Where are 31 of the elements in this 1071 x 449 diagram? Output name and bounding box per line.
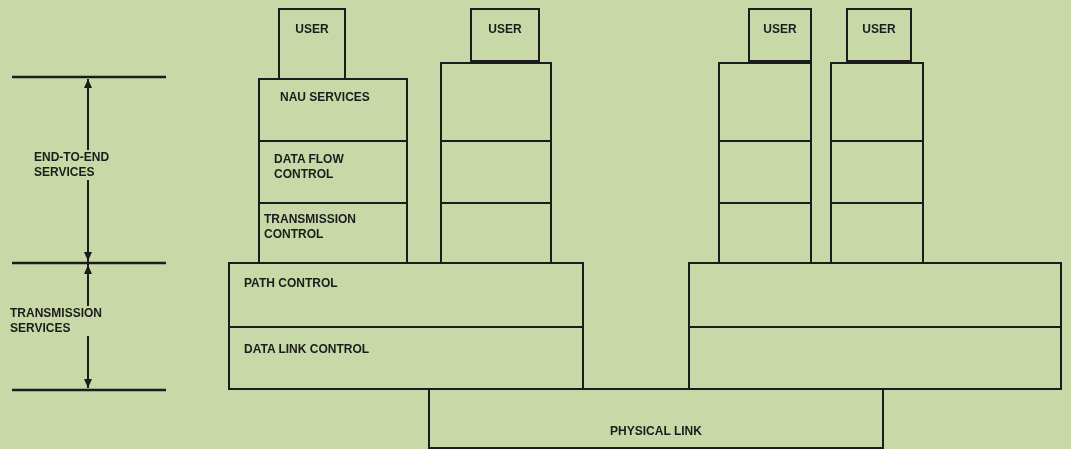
layer-box [258,140,408,204]
layer-label: TRANSMISSION CONTROL [264,212,357,242]
layer-label: USER [762,22,798,37]
layer-box [846,8,912,62]
layer-box [428,388,884,449]
layer-label: DATA LINK CONTROL [244,342,371,357]
layer-box [278,8,346,80]
layer-label: PATH CONTROL [244,276,339,291]
empty-layer-box [718,202,812,264]
layer-label: NAU SERVICES [280,90,371,105]
empty-layer-box [830,202,924,264]
empty-layer-box [688,262,1062,328]
layer-label: USER [861,22,897,37]
empty-layer-box [830,140,924,204]
empty-layer-box [688,326,1062,390]
layer-label: USER [294,22,330,37]
layer-box [228,262,584,328]
empty-layer-box [718,62,812,142]
layer-box [470,8,540,62]
empty-layer-box [440,140,552,204]
layer-box [258,78,408,142]
layer-box [228,326,584,390]
empty-layer-box [718,140,812,204]
empty-layer-box [830,62,924,142]
layer-box [258,202,408,264]
layer-label: PHYSICAL LINK [609,424,703,439]
layer-label: DATA FLOW CONTROL [274,152,345,182]
layer-label: USER [487,22,523,37]
layer-box [748,8,812,62]
empty-layer-box [440,202,552,264]
empty-layer-box [440,62,552,142]
